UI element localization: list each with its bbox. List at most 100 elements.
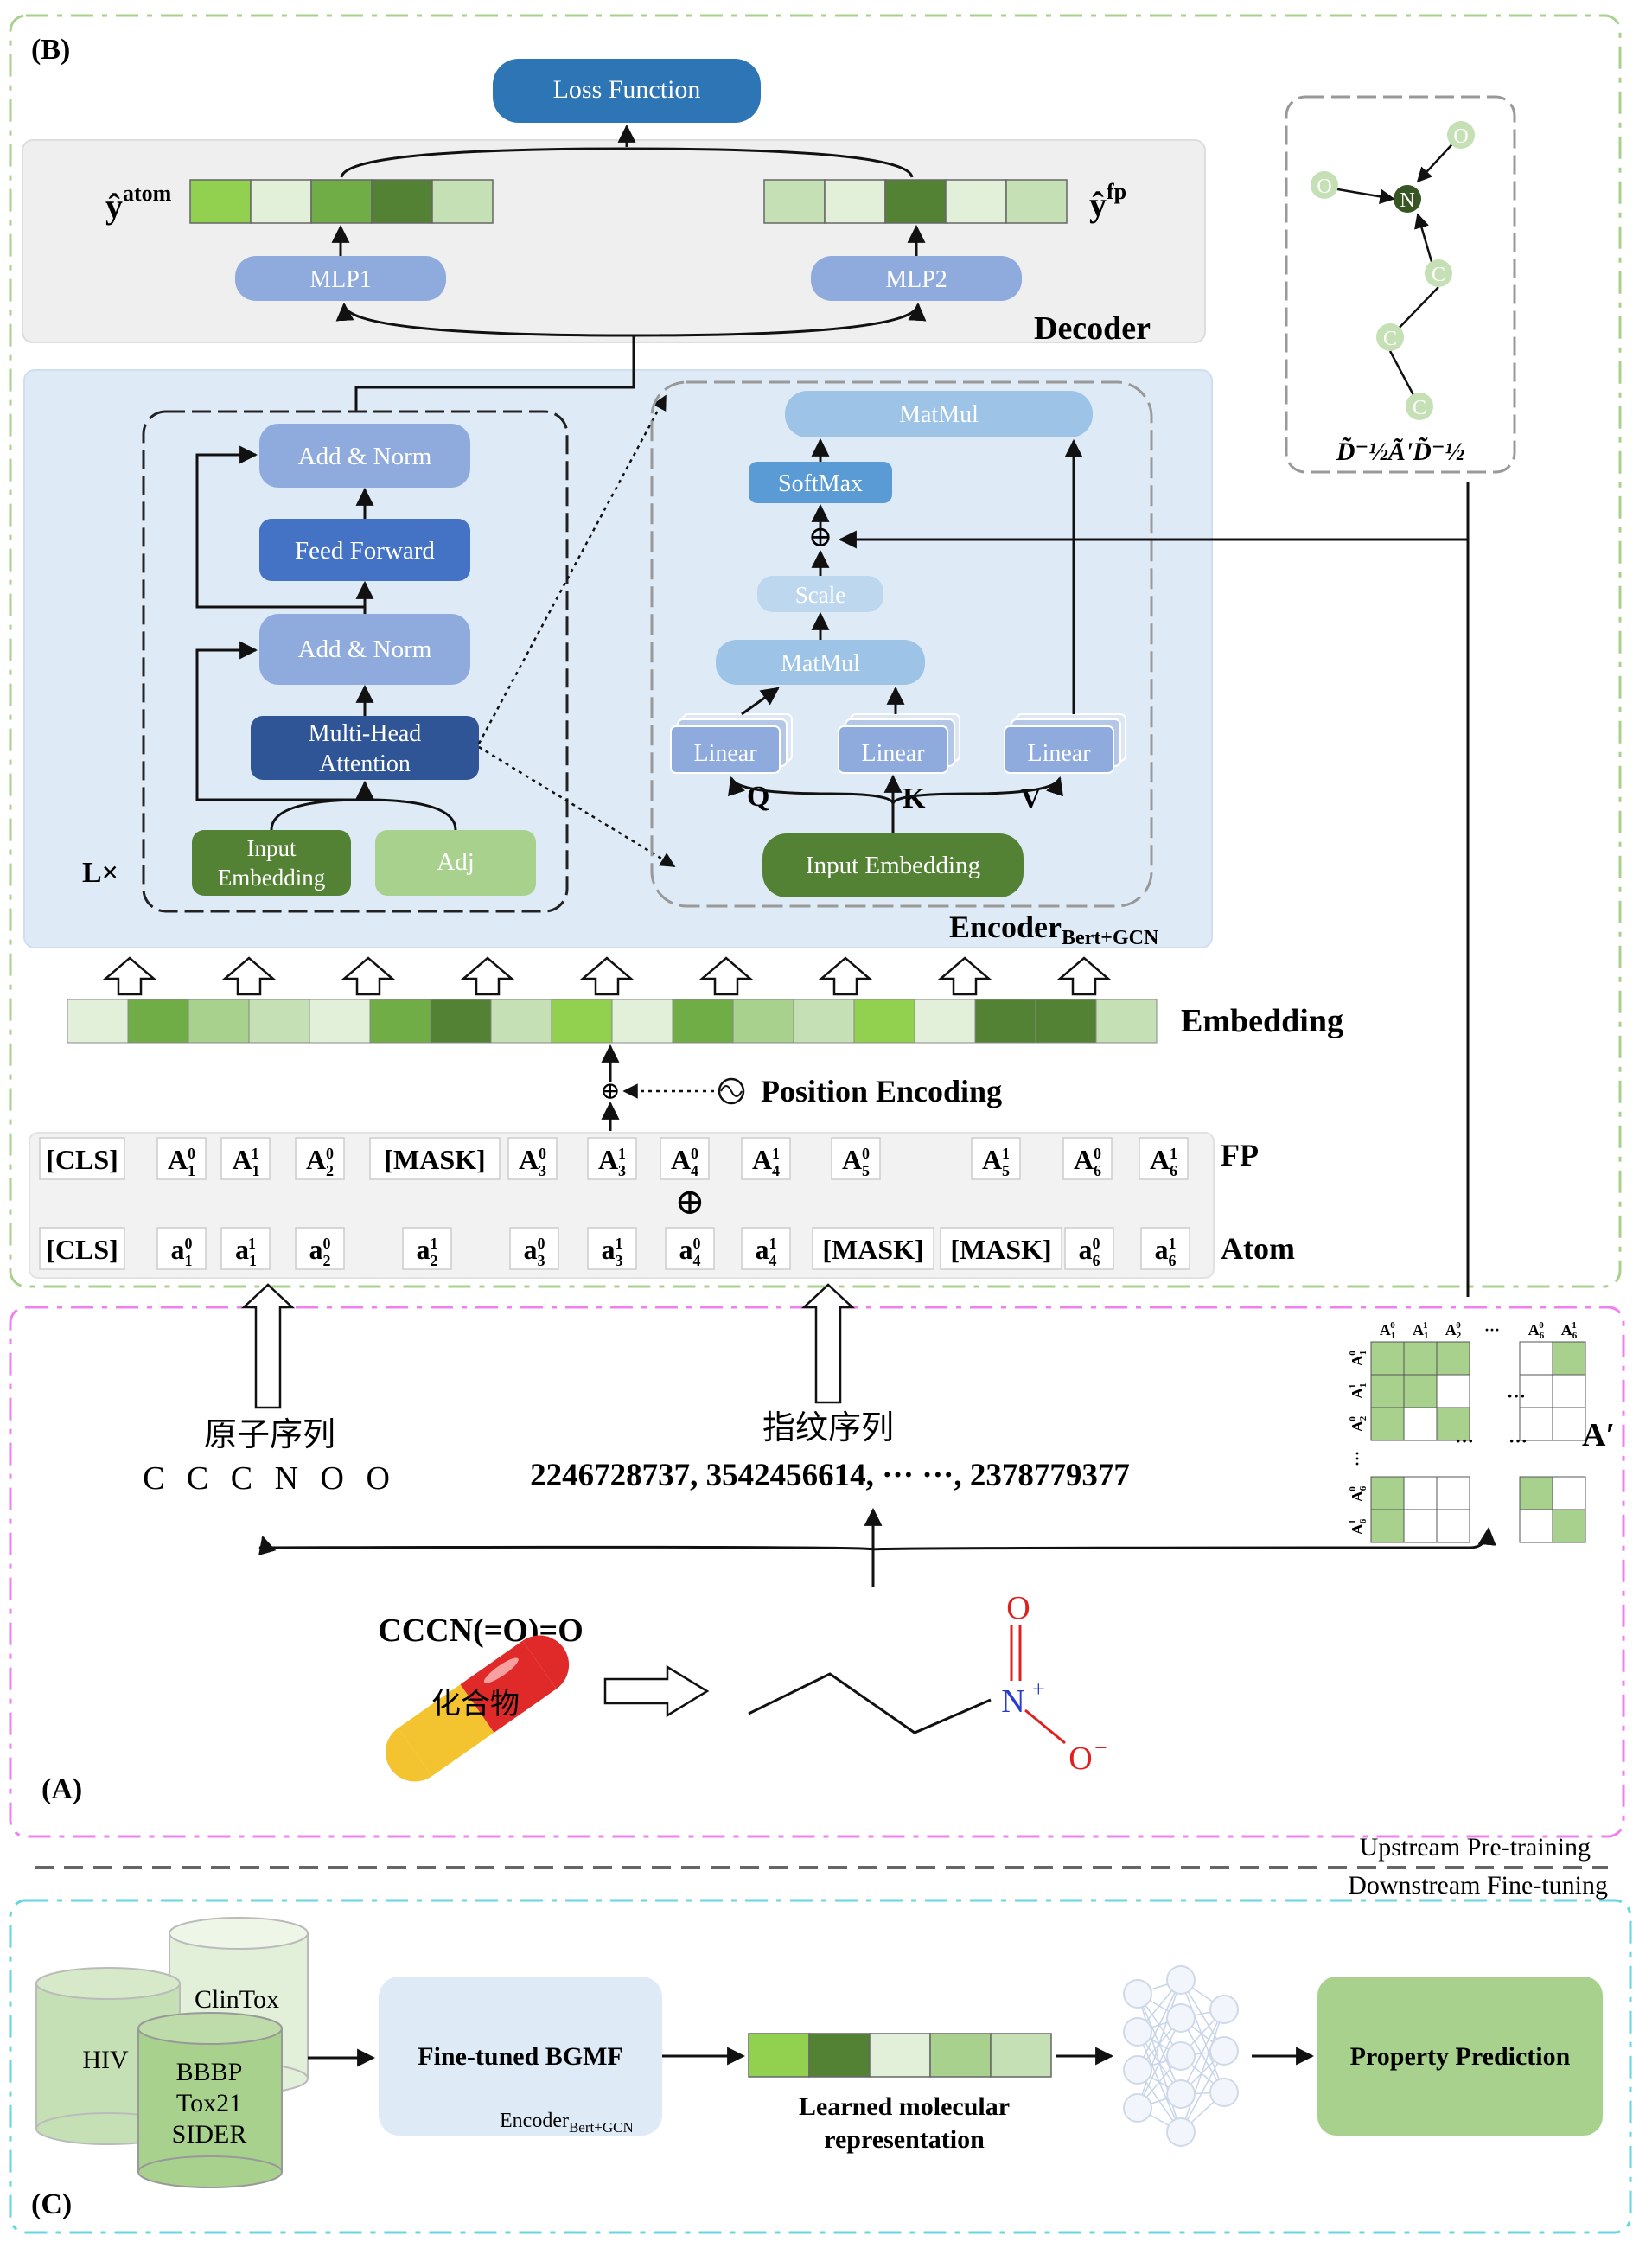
y-atom-cell	[431, 179, 494, 224]
adjacency-label: A′	[1582, 1417, 1615, 1453]
db-clintox-label: ClinTox	[195, 1985, 279, 2014]
token-label: A60	[1074, 1144, 1101, 1179]
section-c-frame	[9, 1899, 1632, 2234]
add-norm-bottom-box	[259, 614, 470, 685]
hollow-right-arrow	[603, 1664, 710, 1718]
learned-repr-line1: Learned molecular	[799, 2092, 1010, 2121]
normalized-adjacency-formula: D̃⁻½ÃʹD̃⁻½	[1336, 437, 1464, 466]
decoder-label: Decoder	[1034, 310, 1151, 347]
token-label: A31	[598, 1144, 626, 1179]
nn-edge	[1180, 2050, 1225, 2133]
matrix-col-header: A11	[1413, 1320, 1428, 1341]
embedding-cell	[127, 999, 189, 1044]
y-atom-label: ŷatom	[105, 181, 172, 226]
token-label: a60	[1079, 1234, 1100, 1269]
embedding-cell	[853, 999, 915, 1044]
token-label: [MASK]	[384, 1144, 485, 1175]
graph-node-c2-label: C	[1383, 328, 1397, 350]
y-atom-cell	[371, 179, 433, 224]
zoom-line-top	[477, 394, 667, 744]
y-fp-vector	[763, 179, 1068, 224]
finetuned-model-box	[379, 1977, 662, 2136]
nn-edge	[1180, 1979, 1225, 2093]
nn-node	[1123, 2093, 1152, 2123]
position-encoding-label: Position Encoding	[761, 1074, 1002, 1108]
section-b-frame	[9, 14, 1622, 1288]
atom-row-label: Atom	[1221, 1231, 1295, 1266]
matrix-ellipsis: ···	[1507, 1385, 1526, 1407]
hollow-tall-arrow-left	[240, 1283, 296, 1409]
scale-box	[757, 576, 883, 612]
y-fp-cell	[1005, 179, 1068, 224]
db-hiv-label: HIV	[82, 2046, 129, 2074]
matrix-col-header: A61	[1561, 1320, 1578, 1341]
matrix-cell	[1552, 1341, 1586, 1376]
embedding-cell	[732, 999, 794, 1044]
matrix-cell	[1519, 1509, 1553, 1543]
loss-function-box	[493, 59, 761, 123]
matrix-ellipsis: ···	[1455, 1430, 1474, 1452]
arrow-emb-to-v	[891, 776, 1063, 805]
y-atom-cell	[189, 179, 252, 224]
panel-label-a: (A)	[41, 1773, 82, 1805]
matrix-cell	[1403, 1476, 1438, 1510]
linear-k-label: Linear	[861, 740, 925, 767]
token-label: a40	[679, 1234, 701, 1269]
matrix-col-header: ···	[1484, 1321, 1500, 1338]
token-label: A50	[842, 1144, 870, 1179]
matrix-cell	[1370, 1476, 1405, 1510]
input-emb-line2: Embedding	[218, 865, 325, 891]
token-box	[587, 1227, 637, 1270]
matrix-cell-filled	[1436, 1407, 1470, 1441]
fp-row-label: FP	[1221, 1138, 1259, 1172]
embedding-cell	[309, 999, 371, 1044]
matrix-cell-filled	[1370, 1407, 1405, 1441]
feed-forward-label: Feed Forward	[295, 537, 435, 565]
token-box	[156, 1137, 207, 1180]
token-box	[741, 1137, 791, 1180]
linear-v-label: Linear	[1027, 740, 1091, 767]
linear-q-stack	[670, 713, 793, 774]
embedding-cell	[914, 999, 976, 1044]
graph-node-c3	[1406, 393, 1433, 420]
matrix-ellipsis: ···	[1508, 1430, 1528, 1452]
token-box	[295, 1137, 345, 1180]
hollow-arrow	[460, 956, 515, 996]
hollow-arrow	[579, 956, 635, 996]
panel-label-c: (C)	[31, 2188, 72, 2220]
database-bbbp	[137, 2012, 283, 2188]
token-box	[587, 1137, 637, 1180]
hollow-arrow	[221, 956, 277, 996]
input-embedding-box	[762, 833, 1024, 897]
finetuned-encoder-label: EncoderBert+GCN	[500, 2110, 634, 2136]
add-norm-top-box	[259, 424, 470, 488]
attention-detail-frame	[650, 380, 1153, 908]
token-box	[402, 1227, 452, 1270]
mlp1-box	[235, 256, 446, 301]
input-embedding-small-box	[192, 830, 351, 896]
matmul-mid-label: MatMul	[781, 650, 860, 677]
token-box	[507, 1137, 558, 1180]
graph-node-c1	[1425, 259, 1452, 287]
token-box	[39, 1227, 125, 1270]
token-box	[660, 1137, 710, 1180]
matrix-row-header: A60	[1348, 1485, 1368, 1502]
nitrogen-atom: N	[1001, 1683, 1024, 1720]
matrix-cell	[1552, 1476, 1586, 1510]
section-a-frame	[9, 1306, 1625, 1838]
token-box	[1140, 1227, 1190, 1270]
property-prediction-box	[1317, 1977, 1603, 2136]
y-fp-cell	[824, 179, 886, 224]
token-label: [MASK]	[950, 1234, 1051, 1265]
token-box	[741, 1227, 791, 1270]
oxygen-charge: −	[1094, 1735, 1107, 1760]
graph-node-o1-label: O	[1453, 125, 1468, 148]
embedding-cell	[430, 999, 492, 1044]
embedding-cell	[793, 999, 855, 1044]
arrow-to-mlp1	[335, 302, 635, 337]
embedding-cell	[551, 999, 613, 1044]
embedding-cell	[248, 999, 310, 1044]
decoder-block	[22, 139, 1206, 343]
